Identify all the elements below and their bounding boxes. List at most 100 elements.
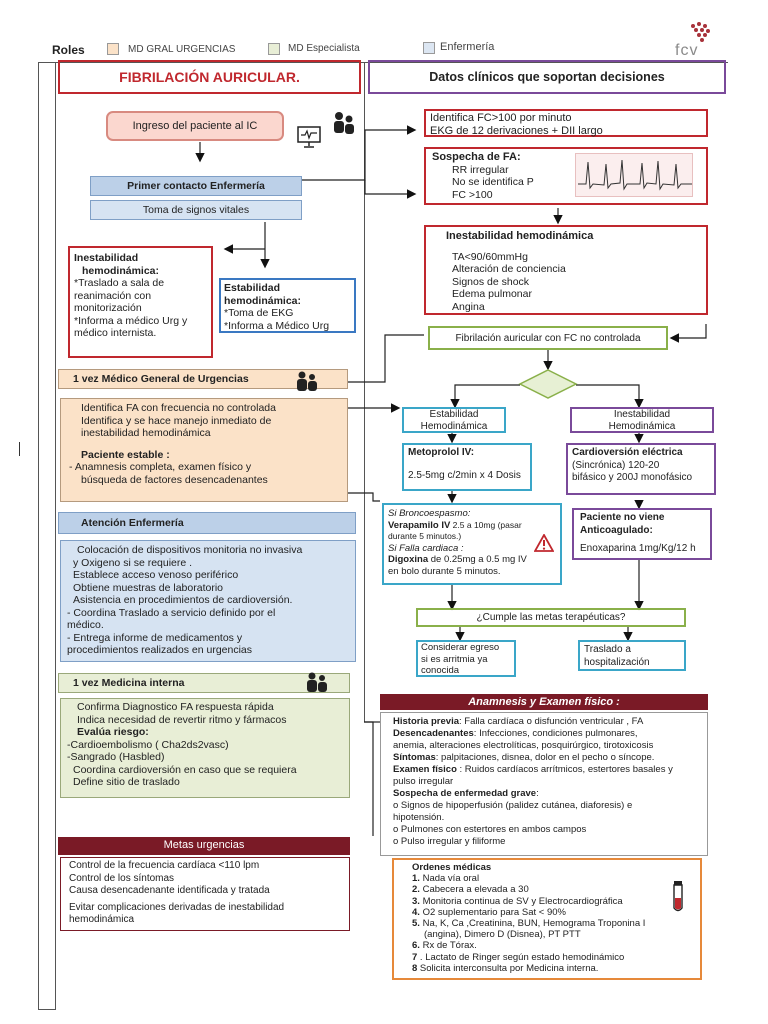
anamnesis-line: Historia previa: Falla cardíaca o disfun… bbox=[393, 716, 695, 728]
warning-icon bbox=[533, 533, 555, 552]
traslado-line: Traslado a bbox=[584, 644, 631, 655]
orden-number: 2. bbox=[412, 884, 420, 896]
frame-left-inner-line bbox=[55, 62, 56, 1010]
bronco-line6: en bolo durante 5 minutos. bbox=[388, 565, 501, 577]
orden-number: 1. bbox=[412, 873, 420, 885]
anamnesis-label: Historia previa bbox=[393, 716, 459, 727]
enfermeria-line: Colocación de dispositivos monitoria no … bbox=[77, 544, 303, 556]
inestabilidad-line: reanimación con bbox=[74, 289, 152, 302]
identifica-line: EKG de 12 derivaciones + DII largo bbox=[430, 124, 603, 137]
medico-gral-text: 1 vez Médico General de Urgencias bbox=[73, 373, 249, 385]
bronco-box: Si Broncoespasmo: Verapamilo IV 2.5 a 10… bbox=[382, 503, 562, 585]
anticoag-title2: Anticoagulado: bbox=[580, 524, 653, 536]
inestab-hemo-small-line: Hemodinámica bbox=[608, 420, 676, 432]
decision-diamond bbox=[518, 369, 578, 399]
orden-item: 6. Rx de Tórax. bbox=[404, 940, 690, 951]
cardioversion-box: Cardioversión eléctrica (Sincrónica) 120… bbox=[566, 443, 716, 495]
paciente-estable-title: Paciente estable : bbox=[81, 448, 170, 461]
role-swatch-md-especialista bbox=[268, 43, 280, 55]
inestabilidad-line: monitorización bbox=[74, 302, 142, 314]
anamnesis-line: o Pulmones con estertores en ambos campo… bbox=[393, 824, 695, 836]
inestab-hemo-small-line: Inestabilidad bbox=[613, 409, 671, 420]
anamnesis-text: o Signos de hipoperfusión (palidez cután… bbox=[393, 800, 633, 811]
cumple-metas-box: ¿Cumple las metas terapéuticas? bbox=[416, 608, 686, 627]
anticoag-box: Paciente no viene Anticoagulado: Enoxapa… bbox=[572, 508, 712, 560]
orden-item: 8 Solicita interconsulta por Medicina in… bbox=[404, 963, 690, 974]
ingreso-box: Ingreso del paciente al IC bbox=[106, 111, 284, 141]
traslado-box: Traslado a hospitalización bbox=[578, 640, 686, 671]
atencion-enfermeria-header: Atención Enfermería bbox=[58, 512, 356, 534]
medico-gral-box: Identifica FA con frecuencia no controla… bbox=[60, 398, 348, 502]
anamnesis-text: : Ruidos cardíacos arrítmicos, estertore… bbox=[456, 764, 673, 775]
medico-line: Identifica FA con frecuencia no controla… bbox=[81, 402, 276, 414]
medicina-interna-header: 1 vez Medicina interna bbox=[58, 673, 350, 693]
inestabilidad-line: *Traslado a sala de bbox=[74, 277, 165, 289]
sospecha-line: No se identifica P bbox=[452, 176, 534, 188]
considerar-line: si es arritmia ya bbox=[421, 653, 488, 665]
orden-item: 5. Na, K, Ca ,Creatinina, BUN, Hemograma… bbox=[404, 918, 690, 929]
medicina-interna-box: Confirma Diagnostico FA respuesta rápida… bbox=[60, 698, 350, 798]
mi-line: Confirma Diagnostico FA respuesta rápida bbox=[77, 701, 274, 713]
anamnesis-line: Examen físico : Ruidos cardíacos arrítmi… bbox=[393, 764, 695, 776]
bronco-line3: durante 5 minutos.) bbox=[388, 531, 462, 541]
bronco-line1: Si Broncoespasmo: bbox=[388, 508, 471, 519]
role-swatch-md-gral bbox=[107, 43, 119, 55]
mi-line: Coordina cardioversión en caso que se re… bbox=[73, 763, 297, 776]
metas-line: Control de la frecuencia cardíaca <110 l… bbox=[69, 860, 260, 871]
inestab-hemo-box: Inestabilidad hemodinámica TA<90/60mmHg … bbox=[424, 225, 708, 315]
bronco-line5: Digoxina de 0.25mg a 0.5 mg IV bbox=[388, 554, 556, 566]
cardioversion-line: (Sincrónica) 120-20 bbox=[572, 459, 660, 471]
role-swatch-enfermeria bbox=[423, 42, 435, 54]
inestab-hemo-line: Signos de shock bbox=[452, 275, 530, 288]
verapamilo-dose: 2.5 a 10mg (pasar bbox=[450, 519, 522, 530]
traslado-line: hospitalización bbox=[584, 656, 650, 668]
anamnesis-text: o Pulmones con estertores en ambos campo… bbox=[393, 824, 587, 835]
roles-label: Roles bbox=[52, 43, 85, 57]
anamnesis-text: : bbox=[536, 788, 539, 799]
sospecha-box: Sospecha de FA: RR irregular No se ident… bbox=[424, 147, 708, 205]
enfermeria-line: procedimientos realizados en urgencias bbox=[67, 644, 253, 656]
anamnesis-line: Desencadenantes: Infecciones, condicione… bbox=[393, 728, 695, 740]
metas-line: Evitar complicaciones derivadas de inest… bbox=[69, 901, 285, 913]
sospecha-title: Sospecha de FA: bbox=[432, 151, 521, 163]
toma-signos-text: Toma de signos vitales bbox=[142, 204, 250, 216]
anamnesis-line: Síntomas: palpitaciones, disnea, dolor e… bbox=[393, 752, 695, 764]
inestabilidad-title2: hemodinámica: bbox=[82, 264, 160, 277]
orden-text: Na, K, Ca ,Creatinina, BUN, Hemograma Tr… bbox=[419, 918, 646, 930]
orden-item: (angina), Dimero D (Disnea), PT PTT bbox=[404, 929, 690, 940]
enfermeria-line: Asistencia en procedimientos de cardiove… bbox=[73, 594, 293, 606]
enfermeria-line: médico. bbox=[67, 619, 104, 631]
medico-line: Identifica y se hace manejo inmediato de bbox=[81, 414, 272, 427]
inestab-hemo-line: Alteración de conciencia bbox=[452, 263, 566, 275]
anamnesis-text: anemia, alteraciones electrolíticas, pos… bbox=[393, 740, 654, 751]
anamnesis-line: pulso irregular bbox=[393, 776, 695, 788]
anamnesis-text: : Infecciones, condiciones pulmonares, bbox=[473, 728, 638, 739]
orden-number: 8 bbox=[412, 962, 418, 974]
anamnesis-box: Historia previa: Falla cardíaca o disfun… bbox=[380, 712, 708, 856]
left-title: FIBRILACIÓN AURICULAR. bbox=[119, 69, 300, 85]
medico-gral-icon bbox=[294, 369, 320, 393]
bronco-line2: Verapamilo IV 2.5 a 10mg (pasar bbox=[388, 520, 556, 532]
metas-line: Causa desencadenante identificada y trat… bbox=[69, 885, 270, 896]
ingreso-text: Ingreso del paciente al IC bbox=[132, 120, 258, 132]
orden-text: Monitoria continua de SV y Electrocardio… bbox=[419, 895, 623, 907]
ordenes-title: Ordenes médicas bbox=[412, 862, 492, 873]
atencion-enfermeria-text: Atención Enfermería bbox=[81, 517, 184, 529]
estabilidad-box: Estabilidad hemodinámica: *Toma de EKG *… bbox=[219, 278, 356, 333]
metoprolol-box: Metoprolol IV: 2.5-5mg c/2min x 4 Dosis bbox=[402, 443, 532, 491]
orden-number: 6. bbox=[412, 940, 420, 952]
orden-number: 4. bbox=[412, 906, 420, 918]
orden-item: 3. Monitoria continua de SV y Electrocar… bbox=[404, 896, 690, 907]
orden-text: Solicita interconsulta por Medicina inte… bbox=[417, 962, 599, 974]
frame-center-line bbox=[364, 62, 365, 722]
enfermeria-line: Obtiene muestras de laboratorio bbox=[73, 581, 223, 594]
role-enfermeria-label: Enfermería bbox=[440, 41, 495, 53]
fcv-logo: fcv bbox=[673, 20, 723, 62]
enfermeria-line: - Entrega informe de medicamentos y bbox=[67, 631, 243, 644]
evalua-riesgo-title: Evalúa riesgo: bbox=[77, 726, 149, 738]
fa-no-controlada-text: Fibrilación auricular con FC no controla… bbox=[455, 332, 641, 344]
mi-line: Define sitio de traslado bbox=[73, 776, 180, 788]
toma-signos-box: Toma de signos vitales bbox=[90, 200, 302, 220]
